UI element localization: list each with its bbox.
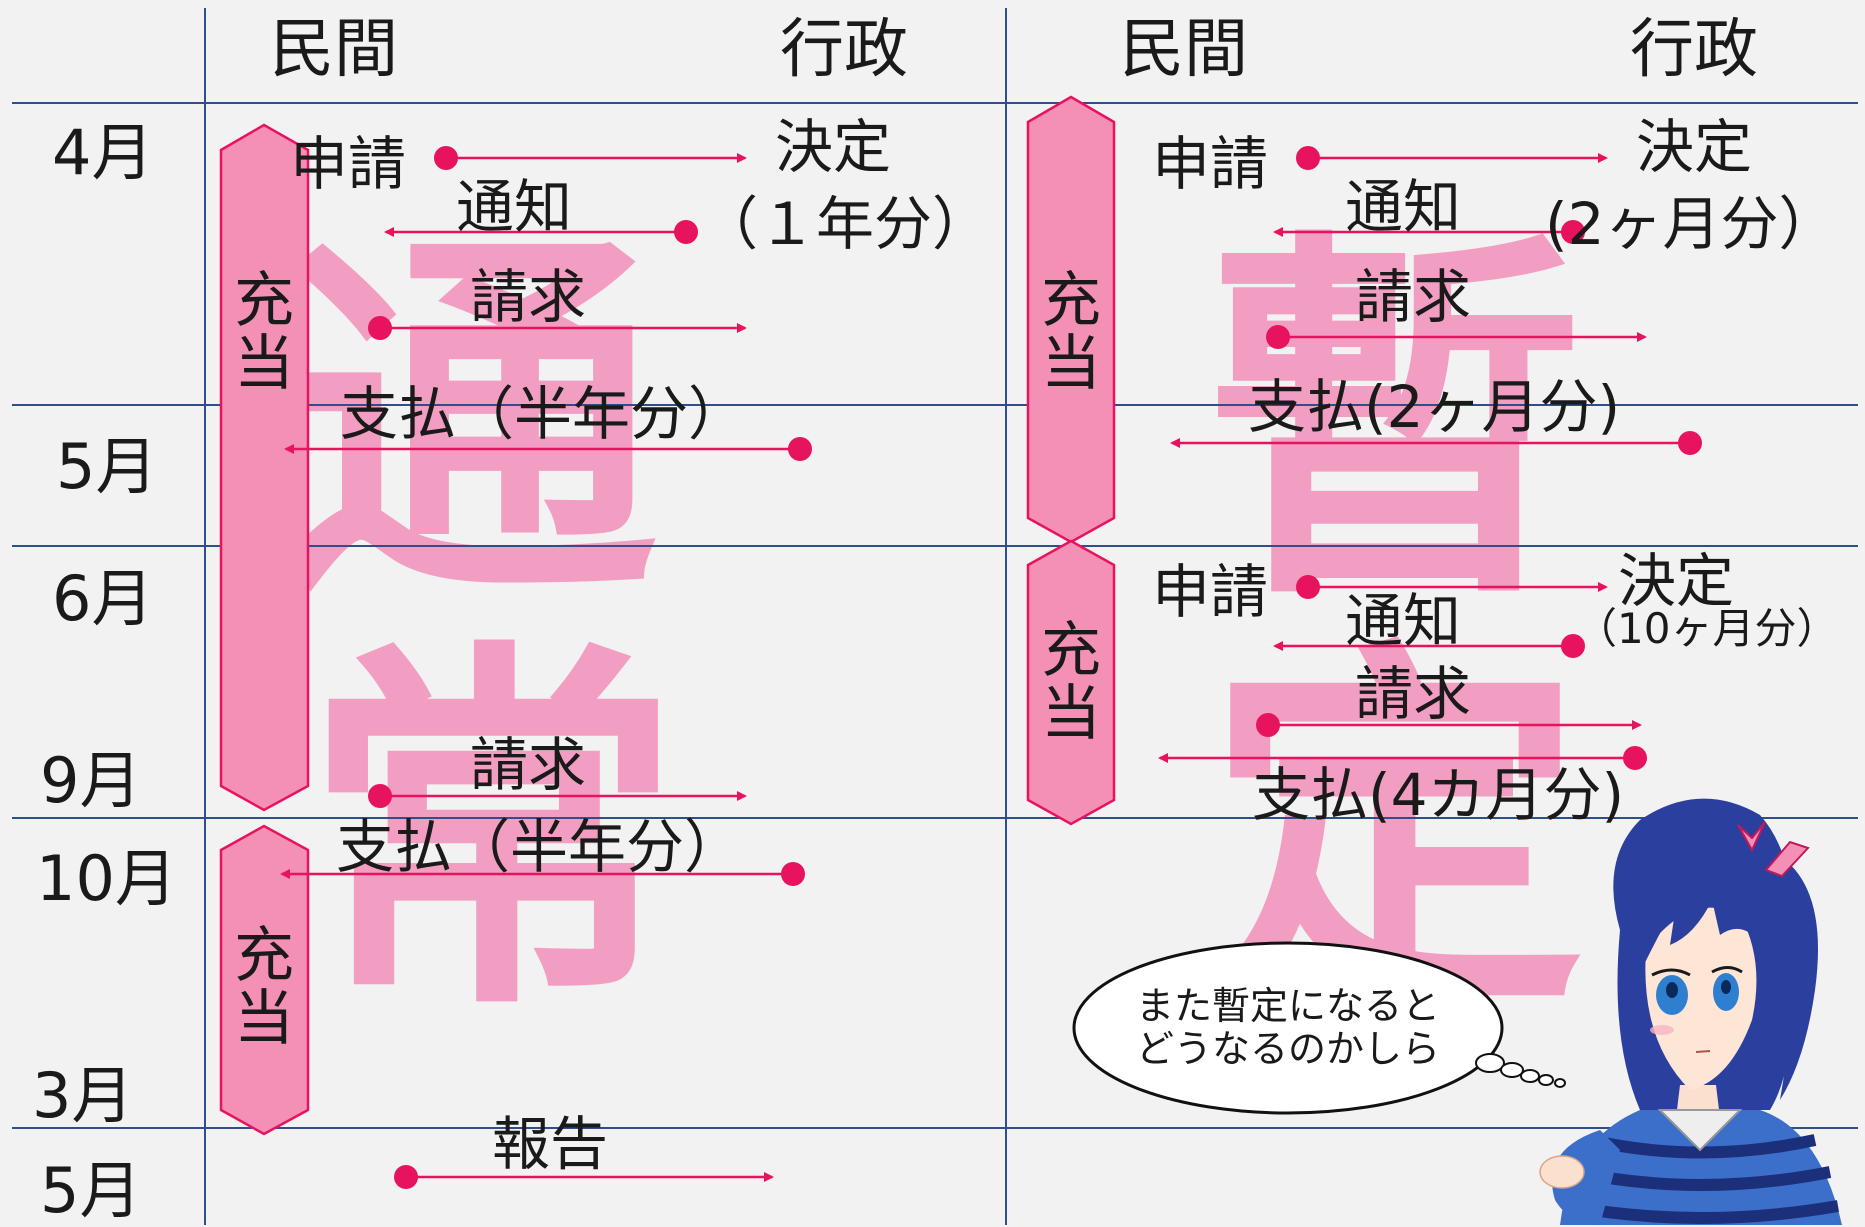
dot-right-payment1 (1678, 431, 1702, 455)
allocation-label-right-2: 充当 (1041, 616, 1101, 749)
header-right-private: 民間 (1120, 13, 1248, 87)
allocation-bar-right-2 (1026, 539, 1116, 826)
dot-right-apply1 (1296, 146, 1320, 170)
allocation-label-left-2: 充当 (234, 921, 294, 1054)
dot-left-request1 (368, 316, 392, 340)
watermark-right-top: 暫 (1205, 202, 1585, 645)
dot-left-payment1 (788, 437, 812, 461)
label-right-request2: 請求 (1355, 660, 1472, 728)
label-left-decision-note: （１年分） (700, 190, 991, 258)
label-right-decision2-note: （10ヶ月分） (1575, 604, 1839, 653)
allocation-label-left-1: 充当 (234, 266, 294, 399)
speech-bubble-line2: どうなるのかしら (1135, 1027, 1440, 1071)
dot-left-apply (434, 146, 458, 170)
month-label: 5月 (56, 430, 158, 503)
label-right-decision1-note: (2ヶ月分） (1545, 190, 1837, 258)
month-label: 10月 (36, 842, 177, 915)
label-left-payment2: 支払（半年分） (336, 813, 743, 881)
speech-bubble-line1: また暫定になると (1135, 984, 1440, 1028)
label-left-payment1: 支払（半年分） (340, 380, 747, 448)
dot-right-apply2 (1296, 575, 1320, 599)
allocation-bar-left-1 (219, 123, 310, 812)
dot-right-request2 (1256, 713, 1280, 737)
label-left-request2: 請求 (470, 731, 587, 799)
dot-right-notice2 (1561, 634, 1585, 658)
label-right-notice1: 通知 (1345, 173, 1462, 241)
label-left-apply: 申請 (290, 130, 407, 198)
label-right-apply2: 申請 (1152, 558, 1269, 626)
label-left-decision: 決定 (775, 113, 892, 181)
label-right-payment1: 支払(2ヶ月分) (1248, 373, 1621, 441)
dot-left-notice (674, 220, 698, 244)
dot-left-request2 (368, 784, 392, 808)
watermark-left-top: 通 (278, 202, 658, 645)
month-label: 5月 (40, 1154, 142, 1227)
month-label: 4月 (52, 116, 154, 189)
month-label: 6月 (52, 562, 154, 635)
girl-illustration (1539, 798, 1842, 1225)
dot-right-notice1 (1561, 220, 1585, 244)
dot-right-request1 (1266, 325, 1290, 349)
label-left-notice: 通知 (456, 173, 573, 241)
label-right-decision2: 決定 (1618, 547, 1735, 615)
header-left-admin: 行政 (780, 13, 908, 87)
label-right-request1: 請求 (1355, 263, 1472, 331)
label-left-request1: 請求 (470, 263, 587, 331)
label-left-report: 報告 (492, 1110, 609, 1178)
dot-right-payment2 (1623, 746, 1647, 770)
header-left-private: 民間 (270, 13, 398, 87)
label-right-notice2: 通知 (1345, 587, 1462, 655)
dot-left-report (394, 1165, 418, 1189)
month-label: 3月 (32, 1059, 134, 1132)
label-right-apply1: 申請 (1152, 130, 1269, 198)
allocation-label-right-1: 充当 (1041, 266, 1101, 399)
speech-bubble (1072, 941, 1566, 1115)
allocation-bar-right-1 (1026, 95, 1116, 544)
watermark-left-bottom: 常 (302, 612, 682, 1055)
label-right-payment2: 支払(4カ月分) (1252, 761, 1625, 829)
allocation-bar-left-2 (219, 824, 310, 1136)
month-label: 9月 (40, 744, 142, 817)
label-right-decision1: 決定 (1636, 113, 1753, 181)
dot-left-payment2 (781, 862, 805, 886)
header-right-admin: 行政 (1630, 13, 1758, 87)
